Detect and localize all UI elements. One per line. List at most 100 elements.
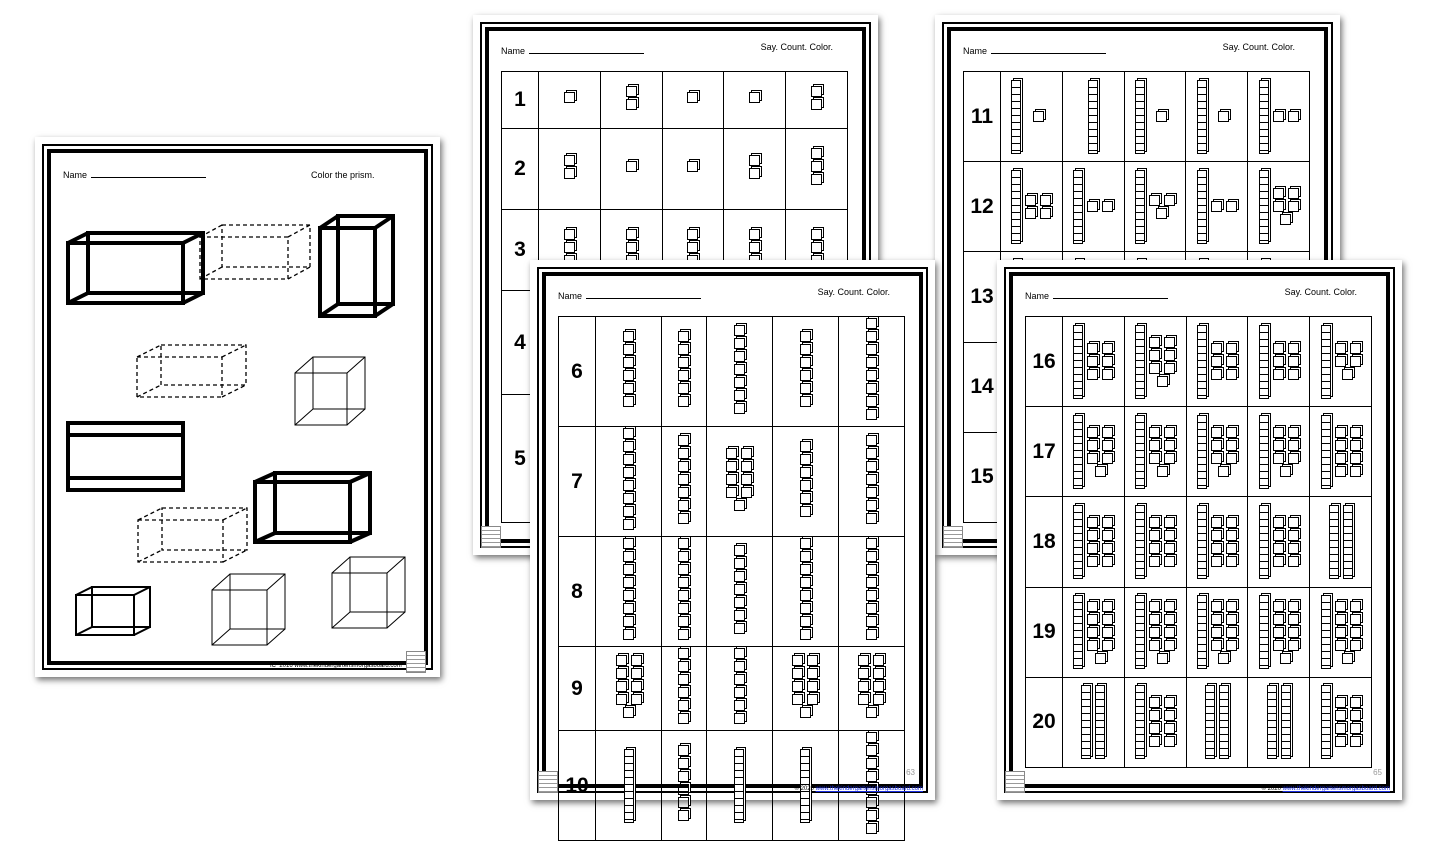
cube-cell[interactable] bbox=[1123, 676, 1187, 769]
cube-icon bbox=[1218, 465, 1230, 477]
cube-cell[interactable] bbox=[661, 128, 725, 211]
cube-cell[interactable] bbox=[1247, 70, 1310, 163]
cube-cell[interactable] bbox=[1185, 315, 1249, 408]
cube-cell[interactable] bbox=[599, 128, 663, 211]
cube-cell[interactable] bbox=[1309, 406, 1372, 498]
cube-cell[interactable] bbox=[723, 128, 787, 211]
cube-cell[interactable] bbox=[771, 536, 839, 647]
page-number: 63 bbox=[906, 768, 915, 777]
cube-cell[interactable] bbox=[705, 426, 773, 537]
cube-cell[interactable] bbox=[1123, 406, 1187, 498]
cube-cell[interactable] bbox=[1185, 70, 1249, 163]
cube-cell[interactable] bbox=[1247, 676, 1311, 769]
table-row: 18 bbox=[1025, 496, 1372, 588]
cube-icon bbox=[1225, 639, 1237, 651]
cube-cell[interactable] bbox=[1123, 586, 1187, 678]
cube-cell[interactable] bbox=[837, 316, 906, 427]
cube-cell[interactable] bbox=[1185, 496, 1249, 588]
cube-cell[interactable] bbox=[1062, 406, 1125, 498]
cube-icon bbox=[623, 428, 635, 439]
cube-cell[interactable] bbox=[594, 316, 663, 427]
cube-cell[interactable] bbox=[661, 730, 707, 841]
cube-cell[interactable] bbox=[1185, 161, 1249, 253]
cube-cell[interactable] bbox=[1061, 70, 1125, 163]
cube-cell[interactable] bbox=[723, 70, 787, 130]
cube-cell[interactable] bbox=[1247, 315, 1311, 408]
cube-cell[interactable] bbox=[771, 646, 839, 731]
cube-icon bbox=[865, 797, 877, 808]
website-link[interactable]: www.thekindergartensmorgasboard.com bbox=[1282, 786, 1390, 792]
cube-cell[interactable] bbox=[1123, 161, 1187, 253]
cube-cell[interactable] bbox=[1247, 496, 1311, 588]
cube-cell[interactable] bbox=[705, 316, 773, 427]
cube-cell[interactable] bbox=[705, 536, 773, 647]
footer: © 2020 www.thekindergartensmorgasboard.c… bbox=[795, 786, 924, 792]
cube-cell[interactable] bbox=[599, 70, 663, 130]
cube-cell[interactable] bbox=[661, 316, 707, 427]
cube-icon bbox=[1149, 452, 1161, 464]
cube-icon bbox=[1218, 111, 1230, 123]
cube-cell[interactable] bbox=[661, 536, 707, 647]
cube-cell[interactable] bbox=[1123, 496, 1187, 588]
cube-cell[interactable] bbox=[1062, 315, 1125, 408]
cube-cell[interactable] bbox=[594, 730, 663, 841]
ten-rod-icon bbox=[1095, 685, 1106, 760]
name-line bbox=[91, 177, 207, 178]
cube-icon bbox=[1334, 639, 1346, 651]
cube-cell[interactable] bbox=[771, 316, 839, 427]
cube-cell[interactable] bbox=[1309, 586, 1372, 678]
cube-icon bbox=[1210, 600, 1222, 612]
cube-cell[interactable] bbox=[538, 128, 601, 211]
cube-icon bbox=[858, 680, 870, 692]
website-link[interactable]: www.thekindergartensmorgasboard.com bbox=[815, 786, 923, 792]
cube-cell[interactable] bbox=[1247, 161, 1310, 253]
cube-icon bbox=[799, 551, 811, 562]
cube-cell[interactable] bbox=[594, 426, 663, 537]
cube-cell[interactable] bbox=[661, 70, 725, 130]
cube-cell[interactable] bbox=[661, 426, 707, 537]
cube-icon bbox=[563, 92, 575, 104]
cube-cell[interactable] bbox=[1062, 586, 1125, 678]
ten-rod-icon bbox=[1073, 595, 1084, 670]
cube-cell[interactable] bbox=[705, 730, 773, 841]
cube-cell[interactable] bbox=[1185, 406, 1249, 498]
cube-icon bbox=[799, 467, 811, 478]
ten-rod-icon bbox=[1320, 685, 1331, 760]
cube-cell[interactable] bbox=[785, 70, 848, 130]
cube-icon bbox=[1342, 369, 1354, 381]
cube-cell[interactable] bbox=[1123, 315, 1187, 408]
cube-icon bbox=[749, 242, 761, 254]
cube-cell[interactable] bbox=[661, 646, 707, 731]
cube-cell[interactable] bbox=[1185, 586, 1249, 678]
cube-cell[interactable] bbox=[1000, 70, 1063, 163]
cube-icon bbox=[678, 499, 690, 511]
cube-cell[interactable] bbox=[837, 646, 906, 731]
cube-icon bbox=[678, 616, 690, 627]
cube-cell[interactable] bbox=[594, 646, 663, 731]
cube-cell[interactable] bbox=[705, 646, 773, 731]
cube-icon bbox=[1349, 639, 1361, 651]
cube-cell[interactable] bbox=[538, 70, 601, 130]
cube-icon bbox=[1040, 194, 1052, 206]
cube-cell[interactable] bbox=[1247, 406, 1311, 498]
cube-icon bbox=[1087, 343, 1099, 355]
cube-icon bbox=[1287, 639, 1299, 651]
table-row: 11 bbox=[963, 70, 1310, 163]
cube-cell[interactable] bbox=[1309, 676, 1372, 769]
cube-cell[interactable] bbox=[1061, 161, 1125, 253]
cube-cell[interactable] bbox=[1062, 676, 1125, 769]
cube-cell[interactable] bbox=[1309, 315, 1372, 408]
cube-cell[interactable] bbox=[785, 128, 848, 211]
cube-cell[interactable] bbox=[594, 536, 663, 647]
ten-rod-icon bbox=[1073, 504, 1084, 579]
cube-cell[interactable] bbox=[837, 426, 906, 537]
cube-cell[interactable] bbox=[1000, 161, 1063, 253]
cube-cell[interactable] bbox=[1062, 496, 1125, 588]
cube-cell[interactable] bbox=[837, 536, 906, 647]
cube-cell[interactable] bbox=[1123, 70, 1187, 163]
cube-cell[interactable] bbox=[1185, 676, 1249, 769]
cube-cell[interactable] bbox=[771, 426, 839, 537]
cube-icon bbox=[678, 603, 690, 614]
cube-cell[interactable] bbox=[1247, 586, 1311, 678]
cube-cell[interactable] bbox=[1309, 496, 1372, 588]
